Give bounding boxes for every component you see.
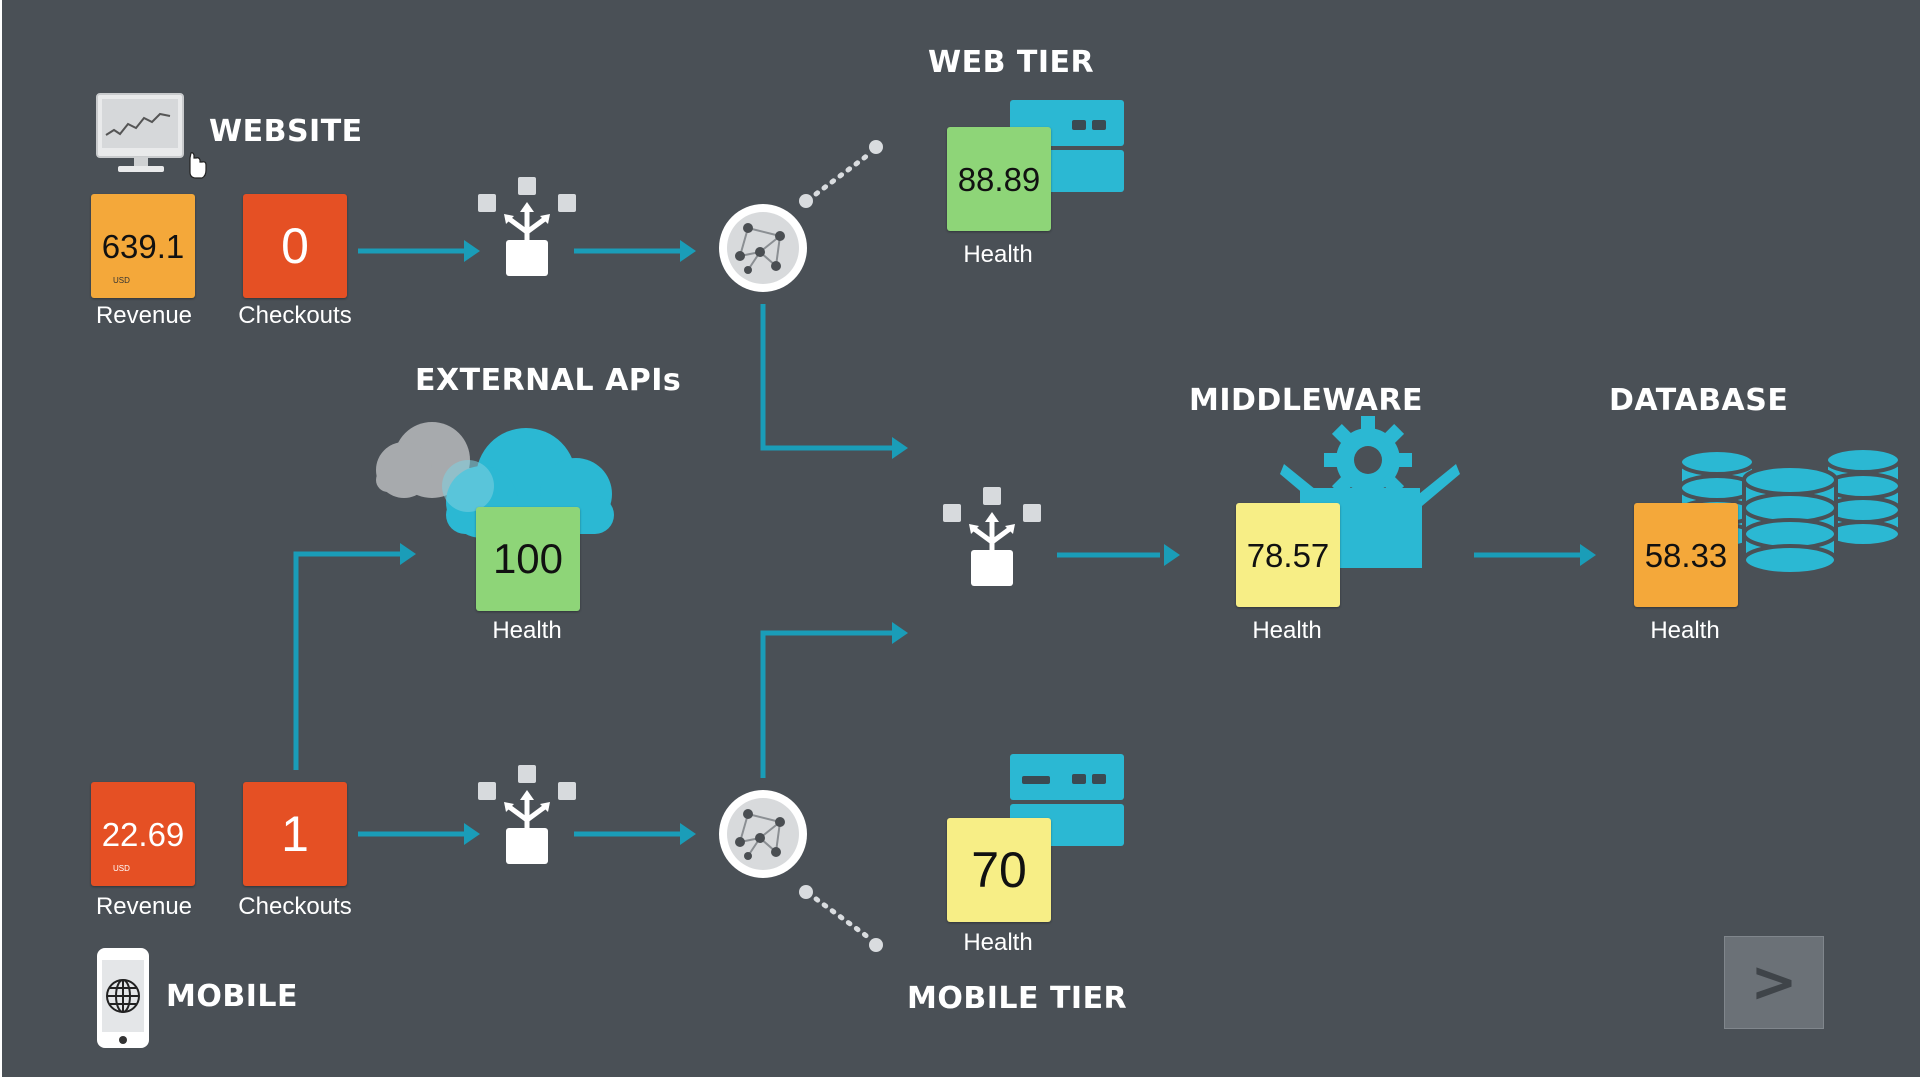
mobile-checkouts-tile[interactable]: 1 bbox=[243, 782, 347, 886]
title-middleware: MIDDLEWARE bbox=[1189, 383, 1423, 418]
middleware-box-icon bbox=[1280, 416, 1460, 568]
dotted-link-web-tier bbox=[805, 149, 875, 203]
arrow-mobile-to-apis bbox=[293, 551, 404, 770]
website-revenue-value: 639.1 bbox=[101, 227, 185, 265]
mobile-revenue-unit: USD bbox=[113, 864, 130, 873]
database-health-tile[interactable]: 58.33 bbox=[1634, 503, 1738, 607]
external-apis-health-value: 100 bbox=[492, 535, 564, 582]
title-mobile: MOBILE bbox=[166, 979, 298, 1014]
mobile-checkouts-value: 1 bbox=[281, 806, 309, 862]
title-website: WEBSITE bbox=[209, 114, 363, 149]
website-revenue-tile[interactable]: 639.1 USD bbox=[91, 194, 195, 298]
arrowhead bbox=[680, 240, 696, 262]
mobile-checkouts-label: Checkouts bbox=[238, 893, 352, 920]
mobile-tier-health-tile[interactable]: 70 bbox=[947, 818, 1051, 922]
web-tier-health-value: 88.89 bbox=[957, 160, 1041, 198]
network-node-icon bbox=[719, 204, 807, 292]
hand-cursor-icon bbox=[189, 152, 207, 179]
title-web-tier: WEB TIER bbox=[928, 45, 1095, 80]
globe-icon bbox=[106, 979, 140, 1013]
arrowhead bbox=[464, 823, 480, 845]
next-button-label: > bbox=[1750, 949, 1798, 1015]
arrow-mobile-node-to-middleware bbox=[760, 630, 894, 778]
arrowhead bbox=[1164, 544, 1180, 566]
web-tier-health-tile[interactable]: 88.89 bbox=[947, 127, 1051, 231]
mobile-phone-icon bbox=[97, 948, 149, 1048]
external-apis-health-tile[interactable]: 100 bbox=[476, 507, 580, 611]
middleware-health-label: Health bbox=[1252, 617, 1322, 644]
middleware-health-value: 78.57 bbox=[1246, 536, 1330, 574]
arrowhead bbox=[1580, 544, 1596, 566]
load-balancer-icon bbox=[478, 177, 576, 276]
mobile-revenue-tile[interactable]: 22.69 USD bbox=[91, 782, 195, 886]
database-health-value: 58.33 bbox=[1644, 536, 1728, 574]
external-apis-health-label: Health bbox=[492, 617, 562, 644]
website-checkouts-tile[interactable]: 0 bbox=[243, 194, 347, 298]
database-health-label: Health bbox=[1650, 617, 1720, 644]
arrowhead bbox=[892, 622, 908, 644]
load-balancer-icon bbox=[478, 765, 576, 864]
next-button[interactable]: > bbox=[1724, 936, 1824, 1029]
arrowhead bbox=[464, 240, 480, 262]
mobile-tier-health-label: Health bbox=[963, 929, 1033, 956]
monitor-icon bbox=[96, 93, 184, 172]
title-database: DATABASE bbox=[1609, 383, 1789, 418]
title-mobile-tier: MOBILE TIER bbox=[907, 981, 1128, 1016]
arrow-node-to-middleware bbox=[760, 304, 894, 451]
arrowhead bbox=[680, 823, 696, 845]
network-node-icon bbox=[719, 790, 807, 878]
website-checkouts-value: 0 bbox=[281, 218, 309, 274]
title-external-apis: EXTERNAL APIs bbox=[415, 363, 682, 398]
arrowhead bbox=[892, 437, 908, 459]
middleware-health-tile[interactable]: 78.57 bbox=[1236, 503, 1340, 607]
website-revenue-label: Revenue bbox=[95, 302, 193, 329]
arrowhead bbox=[400, 543, 416, 565]
dotted-link-mobile-tier bbox=[805, 890, 875, 943]
load-balancer-icon bbox=[943, 487, 1041, 586]
mobile-tier-health-value: 70 bbox=[971, 842, 1027, 898]
website-revenue-unit: USD bbox=[113, 276, 130, 285]
mobile-revenue-value: 22.69 bbox=[101, 815, 185, 853]
mobile-revenue-label: Revenue bbox=[95, 893, 193, 920]
web-tier-health-label: Health bbox=[963, 241, 1033, 268]
website-checkouts-label: Checkouts bbox=[238, 302, 352, 329]
